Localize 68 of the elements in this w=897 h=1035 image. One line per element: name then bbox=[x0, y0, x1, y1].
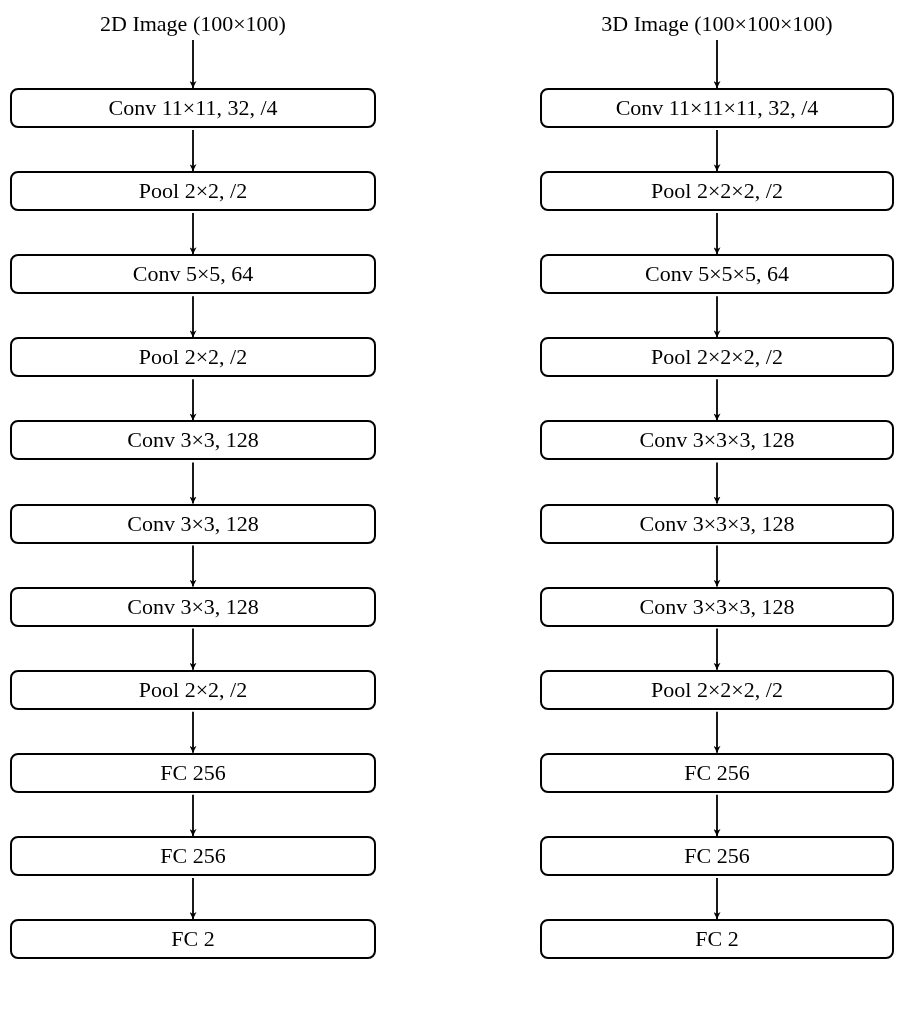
arrow bbox=[713, 129, 721, 172]
arrow bbox=[713, 461, 721, 505]
layer-box bbox=[540, 420, 894, 461]
arrow bbox=[189, 212, 197, 256]
layer-label: Conv 3×3×3, 128 bbox=[639, 427, 795, 454]
layer-label: FC 2 bbox=[695, 926, 739, 952]
layer-box bbox=[10, 669, 376, 710]
arrow bbox=[189, 627, 197, 671]
arrow bbox=[713, 627, 721, 671]
arrow bbox=[189, 295, 197, 339]
layer-box bbox=[10, 835, 376, 876]
arrow bbox=[713, 212, 721, 256]
arrow bbox=[189, 129, 197, 172]
arrow bbox=[713, 378, 721, 422]
layer-box bbox=[10, 503, 376, 544]
layer-box bbox=[10, 337, 376, 378]
layer-box bbox=[540, 586, 894, 627]
layer-box bbox=[540, 669, 894, 710]
layer-label: Pool 2×2×2, /2 bbox=[651, 344, 783, 371]
layer-label: Conv 3×3×3, 128 bbox=[639, 510, 795, 537]
layer-box bbox=[10, 586, 376, 627]
layer-box bbox=[10, 254, 376, 295]
layer-label: Pool 2×2×2, /2 bbox=[651, 178, 783, 205]
layer-box bbox=[10, 88, 376, 128]
arrow bbox=[713, 710, 721, 754]
arrow bbox=[189, 710, 197, 754]
layer-label: FC 256 bbox=[684, 842, 750, 869]
arrow bbox=[713, 877, 721, 920]
layer-box bbox=[10, 752, 376, 793]
layer-box bbox=[540, 337, 894, 378]
arrow bbox=[713, 39, 721, 89]
layer-box bbox=[540, 88, 894, 128]
layer-box bbox=[540, 835, 894, 876]
layer-label: FC 256 bbox=[160, 842, 226, 869]
layer-box bbox=[10, 919, 376, 959]
arrow bbox=[189, 544, 197, 588]
layer-label: Pool 2×2×2, /2 bbox=[651, 676, 783, 703]
layer-label: FC 2 bbox=[171, 926, 215, 952]
layer-label: FC 256 bbox=[160, 759, 226, 786]
arrow bbox=[713, 544, 721, 588]
input-label: 2D Image (100×100) bbox=[0, 10, 386, 38]
layer-box bbox=[10, 420, 376, 461]
layer-box bbox=[540, 919, 894, 959]
layer-box bbox=[540, 503, 894, 544]
arrow bbox=[189, 461, 197, 505]
arrow bbox=[189, 39, 197, 89]
layer-label: Pool 2×2, /2 bbox=[138, 344, 248, 371]
layer-label: Conv 3×3×3, 128 bbox=[639, 593, 795, 620]
arrow bbox=[713, 793, 721, 837]
input-label: 3D Image (100×100×100) bbox=[530, 10, 897, 38]
layer-label: Conv 11×11×11, 32, /4 bbox=[615, 95, 819, 121]
arrow bbox=[713, 295, 721, 339]
arrow bbox=[189, 793, 197, 837]
layer-label: Conv 11×11, 32, /4 bbox=[108, 95, 278, 121]
arrow bbox=[189, 877, 197, 920]
layer-label: Conv 3×3, 128 bbox=[127, 427, 259, 454]
layer-box bbox=[540, 171, 894, 212]
arrow bbox=[189, 378, 197, 422]
layer-label: Conv 5×5×5, 64 bbox=[645, 261, 789, 288]
layer-label: Pool 2×2, /2 bbox=[138, 676, 248, 703]
layer-box bbox=[540, 752, 894, 793]
layer-label: Pool 2×2, /2 bbox=[138, 178, 248, 205]
layer-label: FC 256 bbox=[684, 759, 750, 786]
layer-label: Conv 3×3, 128 bbox=[127, 510, 259, 537]
layer-label: Conv 3×3, 128 bbox=[127, 593, 259, 620]
layer-box bbox=[540, 254, 894, 295]
layer-label: Conv 5×5, 64 bbox=[132, 261, 254, 288]
layer-box bbox=[10, 171, 376, 212]
